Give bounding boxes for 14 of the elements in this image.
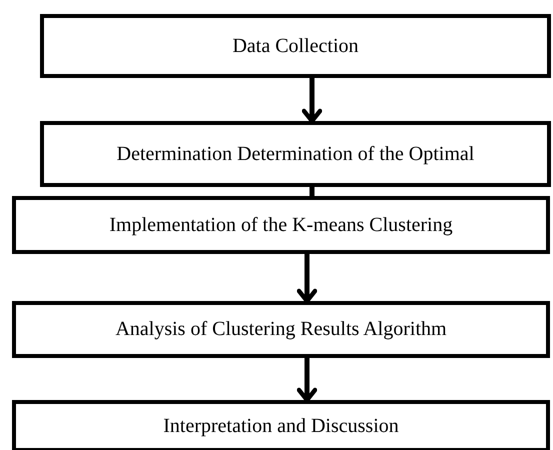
arrow	[296, 254, 318, 304]
process-box	[12, 196, 550, 254]
process-box	[40, 121, 551, 187]
box-label: Determination Determination of the Optimal	[116, 142, 474, 166]
box-label: Analysis of Clustering Results Algorithm	[115, 318, 447, 341]
process-box	[12, 400, 550, 450]
arrow	[302, 78, 322, 124]
box-label: Data Collection	[232, 34, 359, 58]
process-box	[12, 301, 550, 358]
box-label: Interpretation and Discussion	[163, 414, 399, 438]
box-label: Implementation of the K-means Clustering	[109, 214, 453, 236]
connector-line	[310, 187, 314, 196]
process-box	[40, 14, 551, 78]
arrow	[296, 358, 318, 402]
